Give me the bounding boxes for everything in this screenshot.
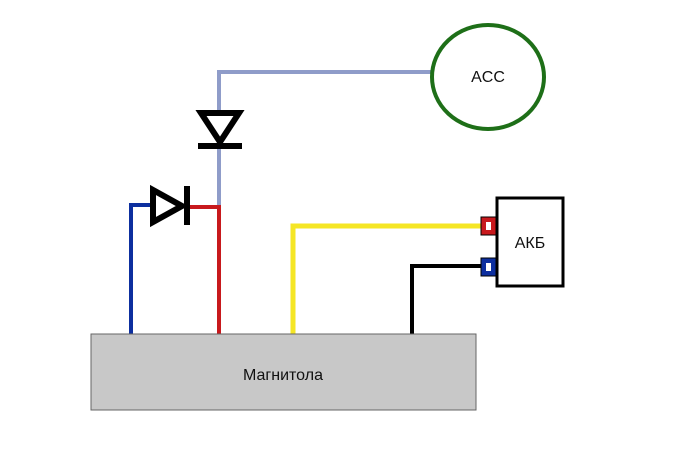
acc-wire: [217, 70, 432, 150]
black-wire: [410, 264, 482, 334]
left-diode-icon: [150, 184, 190, 228]
red-wire: [190, 205, 221, 334]
battery-box: [495, 196, 565, 288]
acc-label: ACC: [471, 69, 505, 86]
radio-box: [90, 333, 477, 411]
upper-diode-icon: [195, 110, 245, 149]
radio-label: Магнитола: [243, 367, 323, 384]
battery-negative-terminal: [480, 257, 497, 277]
battery-positive-terminal: [480, 216, 497, 236]
acc-circle: [430, 23, 546, 131]
battery-label: АКБ: [515, 235, 546, 252]
blue-wire: [129, 203, 150, 334]
yellow-wire: [290, 223, 482, 334]
